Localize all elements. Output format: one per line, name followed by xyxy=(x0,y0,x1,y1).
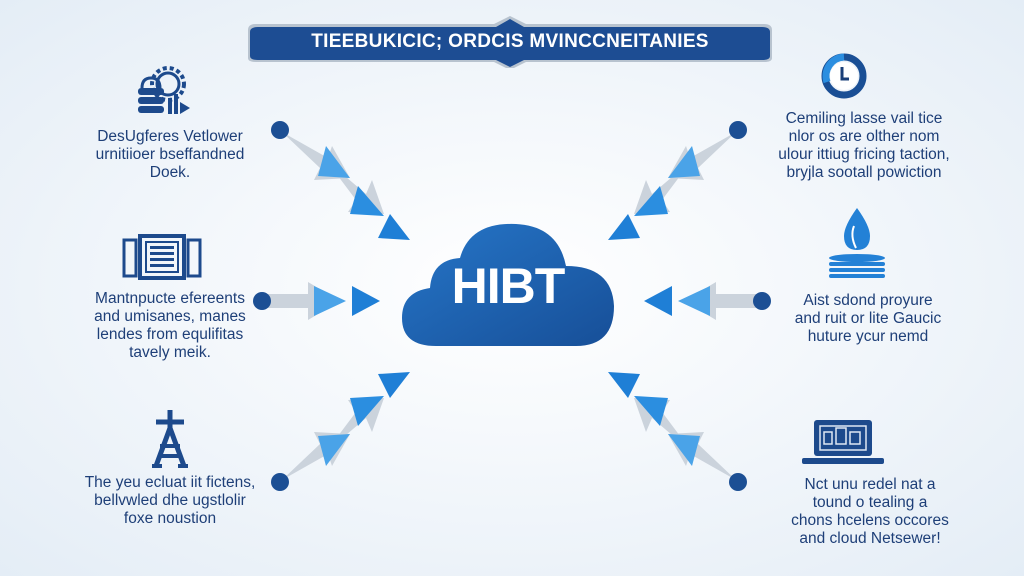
banner-shape xyxy=(248,16,772,68)
node-middle-left-text: Mantnpucte efereents and umisanes, manes… xyxy=(94,290,246,361)
arrow-middle-left xyxy=(253,282,380,320)
banner-title: TIEEBUKICIC; ORDCIS MVINCCNEITANIES xyxy=(311,31,709,52)
water-drop-stack-icon xyxy=(829,208,885,278)
arrow-top-left xyxy=(271,121,410,240)
arrow-top-right xyxy=(608,121,747,240)
arrow-middle-right xyxy=(644,282,771,320)
tower-icon xyxy=(152,410,188,468)
database-gear-icon xyxy=(138,66,190,114)
title-banner: TIEEBUKICIC; ORDCIS MVINCCNEITANIES xyxy=(244,16,776,68)
clock-icon xyxy=(821,53,867,99)
node-bottom-right-text: Nct unu redel nat a tound o tealing a ch… xyxy=(791,476,949,547)
node-middle-right-text: Aist sdond proyure and ruit or lite Gauc… xyxy=(794,292,942,345)
arrow-bottom-left xyxy=(271,372,410,491)
cloud-icon xyxy=(402,223,614,346)
node-top-left-text: DesUgferes Vetlower urnitiioer bseffandn… xyxy=(95,128,245,181)
document-panel-icon xyxy=(122,234,202,280)
center-label: HIBT xyxy=(451,258,566,314)
laptop-icon xyxy=(802,420,884,464)
node-top-right-text: Cemiling lasse vail tice nlor os are olt… xyxy=(778,110,950,181)
node-bottom-left-text: The yeu ecluat iit fictens, bellvwled dh… xyxy=(84,474,256,527)
arrow-bottom-right xyxy=(608,372,747,491)
